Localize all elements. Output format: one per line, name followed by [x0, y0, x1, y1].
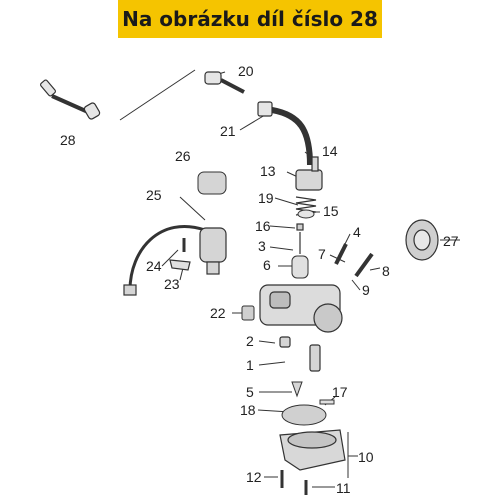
part-1-tube	[309, 344, 321, 372]
part-21-cable-elbow	[257, 101, 313, 166]
part-4-screw	[334, 243, 348, 265]
part-2-jet	[279, 336, 291, 348]
label-part-1: 1	[246, 357, 254, 373]
title-banner: Na obrázku díl číslo 28	[118, 0, 382, 38]
label-part-27: 27	[443, 233, 459, 249]
carburetor-body	[259, 284, 343, 333]
part-18-float	[281, 404, 327, 426]
part-6-throttle-slide	[291, 255, 309, 279]
part-26-choke-cover	[197, 171, 227, 195]
label-part-16: 16	[255, 218, 271, 234]
leader-1	[258, 361, 286, 366]
label-part-9: 9	[362, 282, 370, 298]
leader-3	[269, 246, 294, 251]
part-28-throttle-cable	[40, 79, 101, 120]
leader-9	[351, 279, 361, 291]
label-part-3: 3	[258, 238, 266, 254]
banner-title: Na obrázku díl číslo 28	[122, 7, 378, 31]
leader-2	[258, 340, 276, 344]
leader-19	[274, 197, 299, 206]
label-part-10: 10	[358, 449, 374, 465]
part-23-bracket	[169, 238, 191, 271]
part-22-plug	[241, 305, 255, 321]
leader-8	[369, 267, 381, 271]
label-part-20: 20	[238, 63, 254, 79]
label-part-23: 23	[164, 276, 180, 292]
label-part-2: 2	[246, 333, 254, 349]
label-part-17: 17	[332, 384, 348, 400]
label-part-11: 11	[336, 480, 351, 496]
label-part-18: 18	[240, 402, 256, 418]
label-part-26: 26	[175, 148, 191, 164]
leader-23	[179, 267, 184, 281]
label-part-5: 5	[246, 384, 254, 400]
part-27-cover-disc	[405, 219, 439, 261]
label-part-14: 14	[322, 143, 338, 159]
label-part-22: 22	[210, 305, 226, 321]
label-part-15: 15	[323, 203, 339, 219]
label-part-7: 7	[318, 246, 326, 262]
part-13-carb-cap	[295, 156, 323, 191]
part-25-auto-choke	[123, 224, 227, 296]
part-5-float-needle	[291, 381, 303, 398]
label-part-19: 19	[258, 190, 274, 206]
part-20-cable-adjuster	[204, 71, 245, 94]
part-19-spring	[295, 196, 317, 216]
label-part-24: 24	[146, 258, 162, 274]
part-15-washer	[297, 209, 315, 219]
label-part-12: 12	[246, 469, 262, 485]
label-part-4: 4	[353, 224, 361, 240]
label-part-6: 6	[263, 257, 271, 273]
leader-28-cable	[119, 69, 196, 121]
leader-21	[239, 114, 266, 131]
leader-25	[179, 196, 206, 221]
label-part-28: 28	[60, 132, 76, 148]
leader-4	[344, 233, 351, 245]
part-3-needle	[296, 223, 304, 254]
leader-24	[161, 249, 179, 267]
part-8-screw	[354, 252, 374, 278]
label-part-8: 8	[382, 263, 390, 279]
label-part-13: 13	[260, 163, 276, 179]
label-part-21: 21	[220, 123, 236, 139]
part-17-pin	[319, 399, 335, 405]
part-10-float-bowl	[279, 429, 346, 471]
label-part-25: 25	[146, 187, 162, 203]
leader-16	[269, 225, 296, 229]
